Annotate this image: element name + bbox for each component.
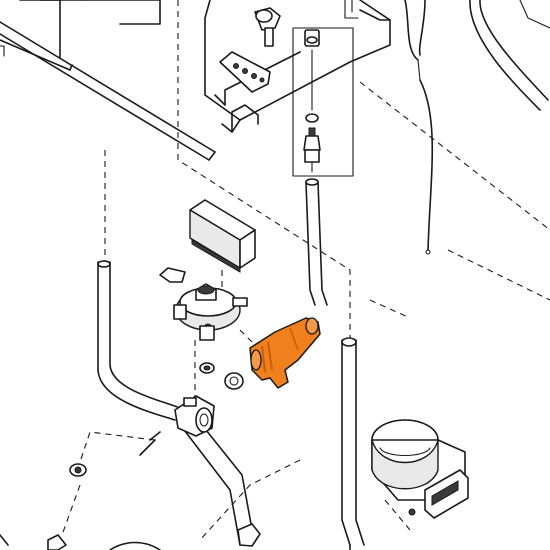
bottom-fittings bbox=[109, 523, 351, 550]
upper-rails bbox=[0, 0, 216, 161]
sensor-wire bbox=[404, 0, 550, 255]
small-nut bbox=[199, 362, 215, 374]
sensor-cover-box bbox=[189, 199, 256, 273]
assembly-guide-lines bbox=[61, 0, 550, 541]
washer bbox=[224, 372, 244, 390]
pilot-tube bbox=[305, 178, 328, 306]
gas-nozzle bbox=[254, 7, 281, 47]
gas-valve-motor bbox=[371, 419, 469, 519]
relief-valve bbox=[249, 317, 321, 389]
left-pipe bbox=[97, 260, 255, 546]
nut-and-nipple bbox=[292, 27, 354, 177]
upper-panel bbox=[204, 0, 391, 133]
right-pipe bbox=[341, 337, 365, 546]
pressure-switch bbox=[159, 267, 248, 341]
terminal-strip bbox=[219, 51, 271, 93]
tee-fitting bbox=[174, 395, 215, 437]
bottom-nut bbox=[0, 463, 87, 550]
